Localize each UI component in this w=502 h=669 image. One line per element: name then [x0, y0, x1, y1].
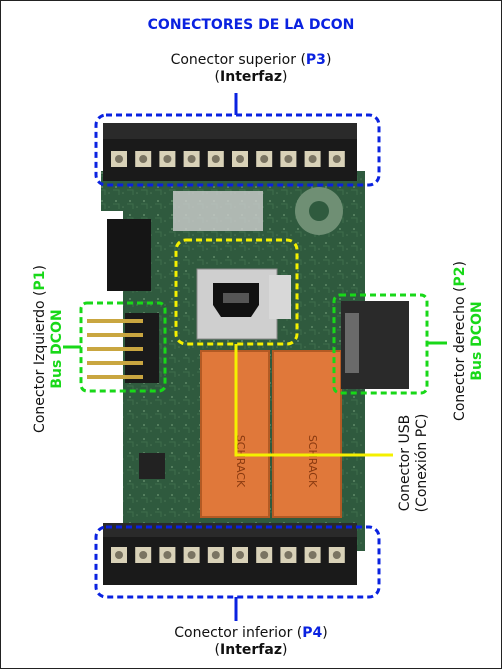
bottom-open-paren: (: [214, 642, 221, 658]
usb-leader-line: [234, 344, 393, 457]
terminal-screw-head: [332, 551, 341, 559]
terminal-screw-head: [211, 155, 220, 163]
top-open-paren: (: [214, 69, 221, 85]
right-connector-label: Conector derecho (P2) Bus DCON: [452, 261, 486, 421]
left-connector-tag: P1: [32, 270, 48, 291]
left-pin-header: [87, 313, 159, 383]
usb-connector-label: Conector USB (Conexión PC): [397, 414, 431, 513]
bottom-connector-text: Conector inferior (: [174, 625, 303, 641]
top-close-paren: ): [281, 69, 288, 85]
top-connector-text: Conector superior (: [170, 52, 306, 68]
terminal-screw-head: [163, 551, 172, 559]
terminal-screw-head: [284, 155, 293, 163]
mounting-hole: [309, 201, 329, 221]
terminal-screw-head: [308, 155, 317, 163]
top-connector-line2: (Interfaz): [101, 69, 401, 86]
ic-chip: [139, 453, 165, 479]
top-connector-line1: Conector superior (P3): [101, 52, 401, 69]
usb-tongue: [223, 293, 249, 303]
bottom-close-paren: ): [281, 642, 288, 658]
left-connector-text: Conector Izquierdo (: [32, 290, 48, 433]
right-connector: [341, 301, 409, 389]
bottom-connector-line2: (Interfaz): [101, 642, 401, 659]
terminal-screw-head: [163, 155, 172, 163]
terminal-screw-head: [236, 155, 244, 163]
left-side-block: [107, 219, 151, 291]
terminal-screw-head: [115, 551, 123, 559]
terminal-screw-head: [187, 551, 196, 559]
top-terminal-block: [103, 123, 357, 231]
terminal-screw-head: [260, 155, 269, 163]
left-connector-bus: Bus DCON: [49, 309, 65, 389]
usb-connector-outline: [174, 238, 299, 346]
terminal-screw-head: [236, 551, 244, 559]
usb-connector-subtitle: (Conexión PC): [414, 413, 430, 513]
terminal-screw-head: [284, 551, 293, 559]
bottom-connector-close: ): [322, 625, 328, 641]
left-connector-close: ): [32, 265, 48, 271]
diagram-title: CONECTORES DE LA DCON: [147, 17, 355, 33]
header-pin: [87, 333, 143, 337]
header-pin: [87, 375, 143, 379]
terminal-screw-head: [308, 551, 317, 559]
right-connector-line1: Conector derecho (P2): [452, 261, 469, 421]
terminal-screw-head: [139, 155, 148, 163]
left-connector-label: Conector Izquierdo (P1) Bus DCON: [32, 265, 66, 433]
relay-right-brand: SCHRACK: [306, 435, 319, 488]
top-connector-label: Conector superior (P3) (Interfaz): [101, 52, 401, 86]
header-pin: [87, 319, 143, 323]
top-terminal-ridge: [103, 123, 357, 139]
terminal-screw-head: [211, 551, 220, 559]
terminal-screw-head: [187, 155, 196, 163]
bottom-connector-line1: Conector inferior (P4): [101, 625, 401, 642]
top-terminal-screws: [111, 151, 345, 167]
relays: SCHRACK SCHRACK: [200, 350, 342, 518]
top-label-sticker: [173, 191, 263, 231]
header-pin: [87, 347, 143, 351]
bottom-terminal-block: [103, 523, 357, 585]
bottom-connector-tag: P4: [302, 625, 323, 641]
right-connector-tag: P2: [452, 266, 468, 287]
usb-side-tab: [269, 275, 291, 319]
top-connector-close: ): [325, 52, 332, 68]
terminal-screw-head: [115, 155, 123, 163]
terminal-screw-head: [139, 551, 148, 559]
bottom-connector-interfaz: Interfaz: [220, 642, 282, 658]
terminal-screw-head: [332, 155, 341, 163]
left-connector-line1: Conector Izquierdo (P1): [32, 265, 49, 433]
header-pin: [87, 361, 143, 365]
usb-connector-title: Conector USB: [397, 414, 413, 512]
right-connector-bus: Bus DCON: [469, 301, 485, 381]
bottom-terminal-screws: [111, 547, 345, 563]
top-connector-interfaz: Interfaz: [220, 69, 282, 85]
top-connector-tag: P3: [305, 52, 326, 68]
right-connector-text: Conector derecho (: [452, 286, 468, 421]
bottom-connector-label: Conector inferior (P4) (Interfaz): [101, 625, 401, 659]
right-connector-close: ): [452, 261, 468, 267]
usb-connector: [196, 268, 291, 340]
terminal-screw-head: [260, 551, 269, 559]
left-header-pins: [87, 319, 143, 379]
bottom-terminal-ridge: [103, 523, 357, 537]
relay-right: [272, 350, 342, 518]
right-connector-pins: [345, 313, 359, 373]
